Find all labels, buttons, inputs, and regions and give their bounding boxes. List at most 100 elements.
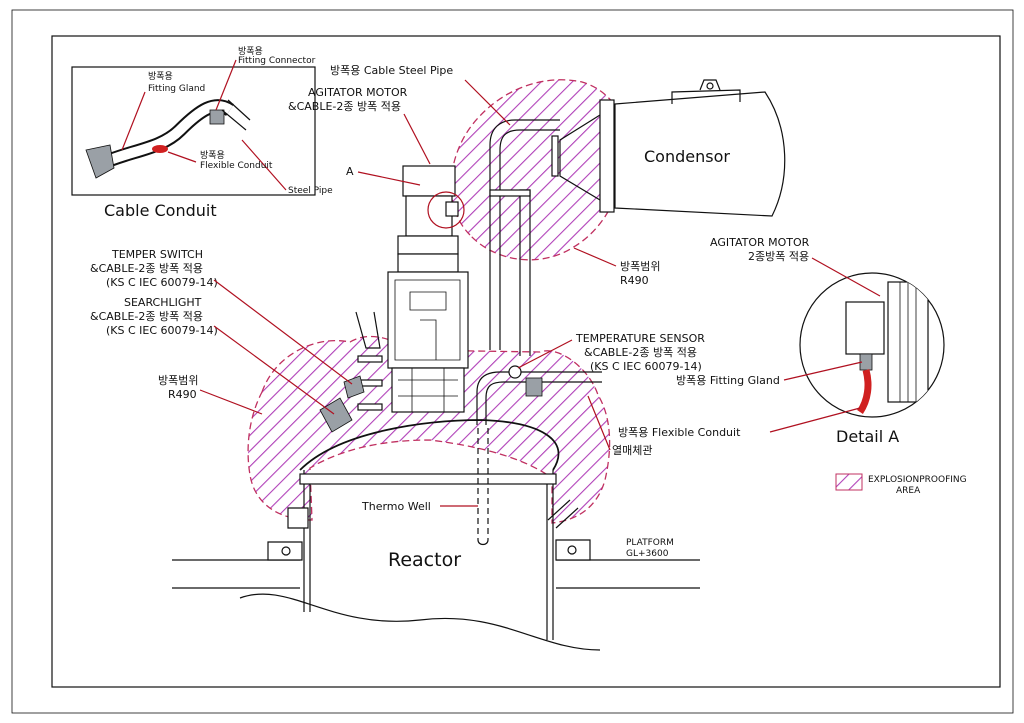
zone-right-leader — [573, 247, 617, 267]
left-nozzle-flange-3 — [357, 403, 383, 411]
legend: EXPLOSIONPROOFING AREA — [835, 473, 967, 496]
heat-medium-leader — [587, 395, 611, 451]
vapor-pipe-flange-2 — [489, 189, 531, 197]
left-nozzle-pipe — [355, 311, 381, 349]
agitator-frame-detail — [394, 279, 461, 361]
reactor-bottom-cut — [239, 593, 601, 651]
callout-a-circle — [427, 191, 465, 229]
thermo-well-label: Thermo Well — [361, 500, 431, 513]
condensor-label: Condensor — [644, 147, 730, 166]
detail-a-motor-label-2: 2종방폭 적용 — [748, 250, 809, 263]
condensor-shell — [614, 91, 786, 217]
detail-a-motor-leader — [811, 257, 881, 297]
platform-left — [172, 559, 300, 589]
inset-fitting-gland: Fitting Gland — [148, 84, 205, 94]
vapor-pipe-flange — [551, 135, 559, 177]
temper-switch-leader — [213, 279, 353, 385]
condensor-nozzle-bolt — [706, 82, 714, 90]
detail-a-motor-box — [845, 301, 885, 355]
callout-a-leader — [357, 171, 421, 186]
detail-a: AGITATOR MOTOR 2종방폭 적용 방폭용 Fitting Gland… — [618, 236, 945, 446]
inset-fitting-gland-ko: 방폭용 — [148, 71, 173, 82]
agitator-seal-detail — [398, 368, 458, 412]
lug-left — [287, 507, 309, 529]
explosion-zone-lower — [247, 335, 611, 524]
agitator-seal — [391, 367, 465, 413]
temperature-sensor-label-2: &CABLE-2종 방폭 적용 — [584, 346, 697, 359]
temper-switch-label-2: &CABLE-2종 방폭 적용 — [90, 262, 203, 275]
platform-right-bracket — [555, 539, 591, 561]
temper-switch-label-1: TEMPER SWITCH — [111, 248, 203, 261]
detail-a-gland-label: 방폭용 Fitting Gland — [676, 374, 780, 387]
zone-right-label-2: R490 — [620, 274, 649, 287]
inset-connector — [209, 109, 225, 125]
zone-right-label-1: 방폭범위 — [620, 260, 660, 273]
detail-a-motor-label-1: AGITATOR MOTOR — [710, 236, 810, 249]
sheet-outer-border — [11, 9, 1014, 714]
reactor-label: Reactor — [388, 549, 461, 571]
platform-left-bracket — [267, 541, 303, 561]
searchlight-label-2: &CABLE-2종 방폭 적용 — [90, 310, 203, 323]
inset-fitting-connector: Fitting Connector — [238, 56, 316, 66]
temperature-sensor-leader — [517, 339, 573, 369]
platform-right-bolt — [567, 545, 577, 555]
zone-left-label-2: R490 — [168, 388, 197, 401]
searchlight-label-1: SEARCHLIGHT — [124, 296, 202, 309]
heat-medium-label: 열매체관 — [612, 444, 652, 457]
reactor-head — [299, 419, 560, 471]
temperature-sensor-valve — [525, 377, 543, 397]
legend-label-1: EXPLOSIONPROOFING — [868, 475, 967, 485]
left-nozzle-flange-1 — [357, 355, 383, 363]
detail-a-housing-fins — [899, 282, 917, 402]
agitator-motor-leader — [403, 113, 431, 165]
thermo-well — [477, 428, 489, 540]
searchlight-body — [319, 397, 353, 433]
agitator-motor-fan — [402, 165, 456, 197]
zone-left-label-1: 방폭범위 — [158, 374, 198, 387]
condensor-cone — [559, 114, 601, 201]
inset-fitting-connector-ko: 방폭용 — [238, 46, 263, 57]
searchlight-label-3: (KS C IEC 60079-14) — [106, 324, 218, 337]
inset-leader-gland — [121, 91, 146, 151]
condensor-flange — [599, 99, 615, 213]
temper-switch-label-3: (KS C IEC 60079-14) — [106, 276, 218, 289]
callout-a: A — [346, 165, 354, 178]
cable-steel-pipe-label: 방폭용 Cable Steel Pipe — [330, 64, 453, 77]
agitator-motor-label-2: &CABLE-2종 방폭 적용 — [288, 100, 401, 113]
searchlight-leader — [213, 325, 335, 415]
platform-label-1: PLATFORM — [626, 538, 674, 548]
zone-left-leader — [199, 389, 263, 415]
inset-flexible-red — [152, 145, 168, 153]
detail-a-flexible-label: 방폭용 Flexible Conduit — [618, 426, 741, 439]
sightglass-right — [547, 499, 579, 529]
inset-steel-pipe — [221, 99, 251, 131]
inset-steel-pipe-label: Steel Pipe — [288, 186, 333, 196]
agitator-terminal-box — [445, 201, 459, 217]
inset-cable-conduit: 방폭용 Fitting Connector 방폭용 Fitting Gland … — [71, 46, 333, 220]
inset-flexible-conduit-ko: 방폭용 — [200, 150, 225, 161]
inset-leader-steelpipe — [241, 139, 287, 191]
agitator-motor-flange — [397, 235, 459, 255]
temperature-sensor-pipe — [476, 371, 602, 425]
agitator-gearbox — [397, 253, 459, 273]
detail-a-flexible-leader — [769, 407, 861, 433]
temperature-sensor-label-3: (KS C IEC 60079-14) — [590, 360, 702, 373]
condensor-nozzle — [671, 79, 741, 104]
inset-frame — [71, 66, 316, 196]
platform-right — [556, 559, 700, 589]
detail-a-title: Detail A — [836, 427, 899, 446]
detail-a-gland-leader — [783, 361, 863, 381]
cable-steel-pipe-leader — [464, 79, 511, 126]
inset-flexible-conduit: Flexible Conduit — [200, 161, 273, 171]
legend-swatch — [835, 473, 863, 491]
detail-a-flexible — [857, 369, 872, 414]
temperature-sensor-head — [508, 365, 522, 379]
reactor-shell — [303, 470, 554, 640]
temperature-sensor-label-1: TEMPERATURE SENSOR — [575, 332, 705, 345]
agitator-motor-label-1: AGITATOR MOTOR — [308, 86, 408, 99]
reactor-top-flange — [299, 473, 557, 485]
inset-leader-flexible — [167, 151, 197, 163]
vapor-pipe — [489, 119, 560, 350]
condensor: Condensor — [559, 79, 786, 217]
